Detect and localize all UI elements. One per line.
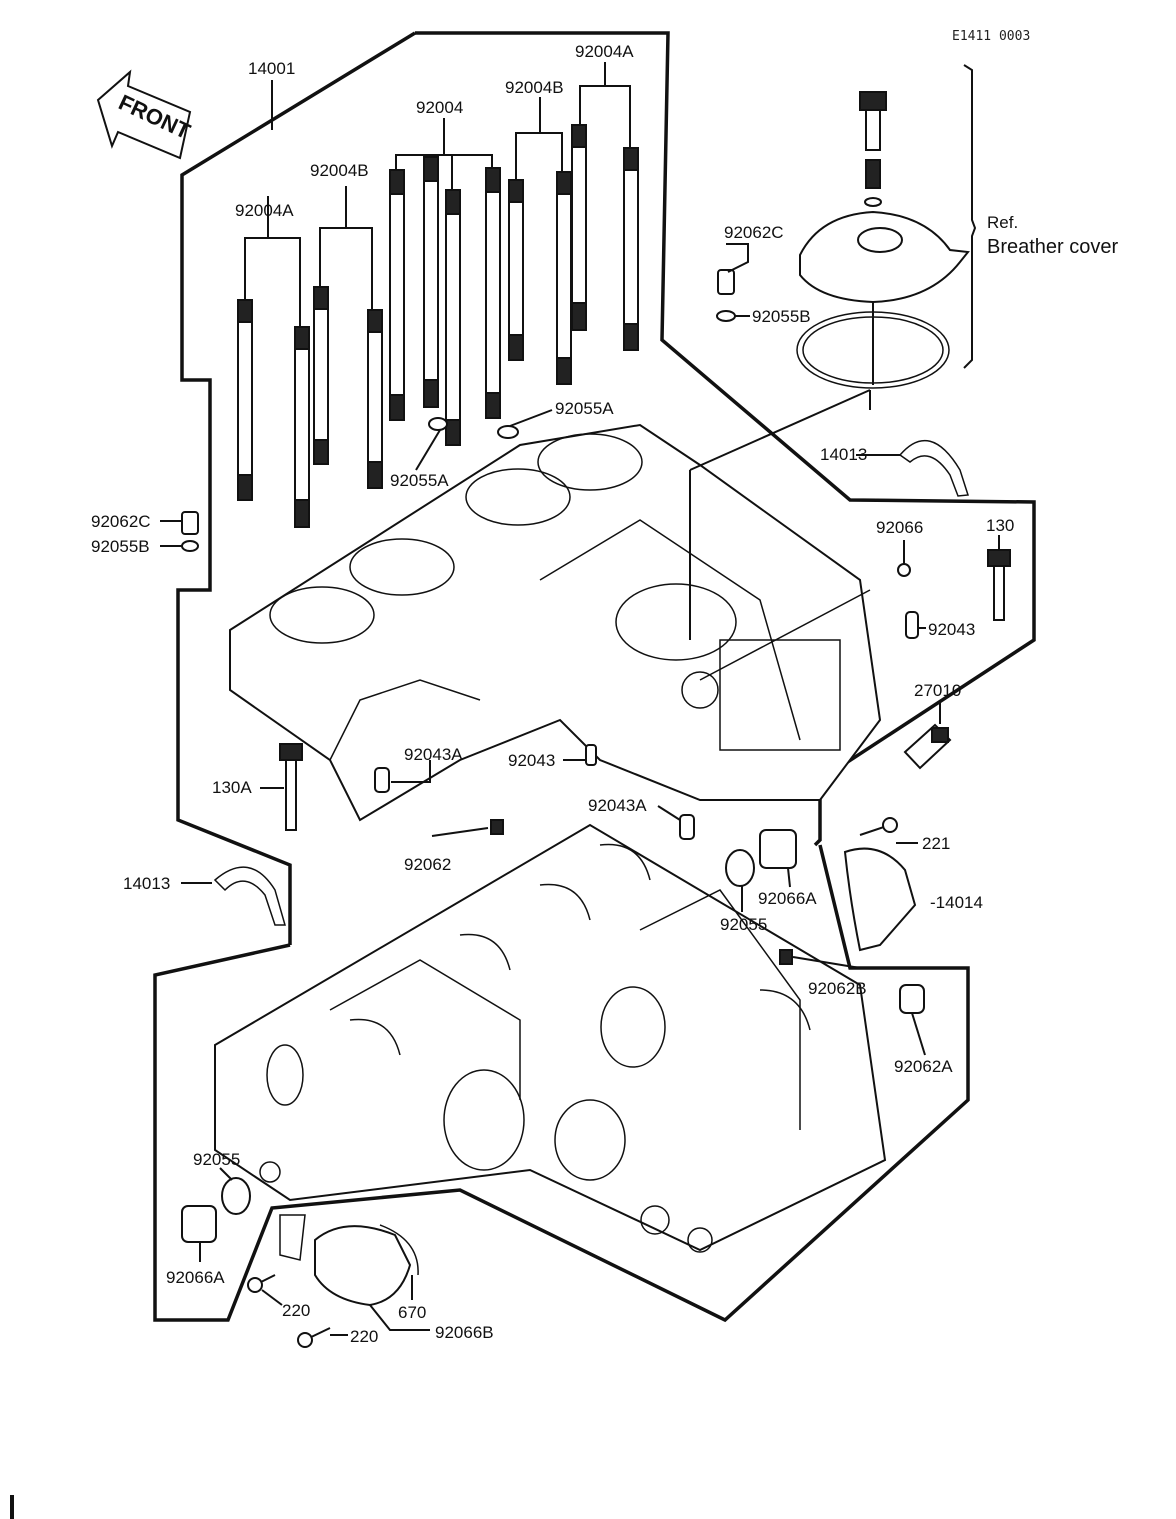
cover-14014 xyxy=(843,847,917,952)
label-92066A-right: 92066A xyxy=(758,889,817,908)
stud-92004B-top-1 xyxy=(508,179,524,361)
label-92062C-left: 92062C xyxy=(91,512,151,531)
dowel-92062C-left xyxy=(181,511,199,535)
oring-92055-right xyxy=(725,849,755,887)
label-221: 221 xyxy=(922,834,950,853)
stud-92004-1 xyxy=(389,169,405,421)
bolt-130A-head xyxy=(279,743,303,761)
label-92055-right: 92055 xyxy=(720,915,767,934)
label-92055-left: 92055 xyxy=(193,1150,240,1169)
label-92055A-b: 92055A xyxy=(390,471,449,490)
small-parts xyxy=(181,269,1011,1348)
stud-92004A-top-1 xyxy=(571,124,587,331)
label-92004A-top: 92004A xyxy=(575,42,634,61)
label-92004: 92004 xyxy=(416,98,463,117)
upper-crankcase xyxy=(229,389,882,822)
label-130: 130 xyxy=(986,516,1014,535)
label-14013-top: 14013 xyxy=(820,445,867,464)
lower-case-boundary xyxy=(153,844,970,1323)
breather-ref-label: Ref. xyxy=(987,213,1018,232)
stud-92004A-left-1 xyxy=(237,299,253,501)
label-14014: -14014 xyxy=(930,893,983,912)
stud-92004-2 xyxy=(423,156,439,408)
oring-92055B-left xyxy=(181,540,199,552)
screw-221-head xyxy=(882,817,898,833)
dowel-92043A-right xyxy=(679,814,695,840)
lower-crankcase xyxy=(214,823,887,1253)
label-92043A-right: 92043A xyxy=(588,796,647,815)
label-92055B-left: 92055B xyxy=(91,537,150,556)
dowel-92062C-right xyxy=(717,269,735,295)
dowel-92043-mid xyxy=(585,744,597,766)
label-92043-right: 92043 xyxy=(928,620,975,639)
label-220-a: 220 xyxy=(282,1301,310,1320)
plug-92062B xyxy=(779,949,793,965)
plug-92066A-left xyxy=(181,1205,217,1243)
label-14013-bottom: 14013 xyxy=(123,874,170,893)
label-92062C-right: 92062C xyxy=(724,223,784,242)
breather-cover xyxy=(796,64,977,389)
bolt-130A xyxy=(285,754,297,831)
stud-92004-4 xyxy=(485,167,501,419)
stud-leaders xyxy=(244,62,631,327)
front-arrow: FRONT xyxy=(96,69,195,160)
label-220-b: 220 xyxy=(350,1327,378,1346)
breather-cover-label: Breather cover xyxy=(987,236,1119,258)
edge-mark xyxy=(10,1495,14,1519)
screw-220-b-head xyxy=(297,1332,313,1348)
label-92066B: 92066B xyxy=(435,1323,494,1342)
dowel-92043A-left xyxy=(374,767,390,793)
plug-92066 xyxy=(897,563,911,577)
label-92004B-top: 92004B xyxy=(505,78,564,97)
bearing-14013-top xyxy=(898,439,969,497)
label-92066A-left: 92066A xyxy=(166,1268,225,1287)
bolt-130-head xyxy=(987,549,1011,567)
bearing-14013-bottom xyxy=(213,866,286,926)
upper-case-boundary-left xyxy=(176,31,416,945)
plug-92062 xyxy=(490,819,504,835)
plug-92066A-right xyxy=(759,829,797,869)
label-92055A-a: 92055A xyxy=(555,399,614,418)
cover-92066B xyxy=(314,1225,412,1307)
label-leaders xyxy=(160,243,1000,1336)
plug-92062A xyxy=(899,984,925,1014)
label-92004A-left: 92004A xyxy=(235,201,294,220)
part-labels: 14001 92004A 92004B 92004 92004B 92004A … xyxy=(91,42,1014,1346)
stud-92004-3 xyxy=(445,189,461,446)
oil-pressure-switch-tip xyxy=(931,727,949,743)
stud-92004A-left-2 xyxy=(294,326,310,528)
upper-case-boundary xyxy=(415,31,1036,847)
oring-92055B-right xyxy=(716,310,736,322)
stud-92004A-top-2 xyxy=(623,147,639,351)
gasket-670 xyxy=(379,1224,419,1276)
drawing-code: E1411 0003 xyxy=(952,29,1030,44)
label-92062A: 92062A xyxy=(894,1057,953,1076)
label-92055B-right: 92055B xyxy=(752,307,811,326)
label-27010: 27010 xyxy=(914,681,961,700)
label-92062: 92062 xyxy=(404,855,451,874)
label-130A: 130A xyxy=(212,778,252,797)
label-670: 670 xyxy=(398,1303,426,1322)
label-14001: 14001 xyxy=(248,59,295,78)
dowel-92043-right xyxy=(905,611,919,639)
label-92066: 92066 xyxy=(876,518,923,537)
stud-bolts xyxy=(237,124,639,528)
bolt-130 xyxy=(993,559,1005,621)
label-92043-mid: 92043 xyxy=(508,751,555,770)
label-92004B-left: 92004B xyxy=(310,161,369,180)
bracket xyxy=(279,1214,306,1261)
oring-92055A-a xyxy=(428,417,448,431)
stud-92004B-left-1 xyxy=(313,286,329,465)
oring-92055A-b xyxy=(497,425,519,439)
label-92062B: 92062B xyxy=(808,979,867,998)
oring-92055-left xyxy=(221,1177,251,1215)
stud-92004B-left-2 xyxy=(367,309,383,489)
label-92043A-left: 92043A xyxy=(404,745,463,764)
screw-220-a-head xyxy=(247,1277,263,1293)
stud-92004B-top-2 xyxy=(556,171,572,385)
